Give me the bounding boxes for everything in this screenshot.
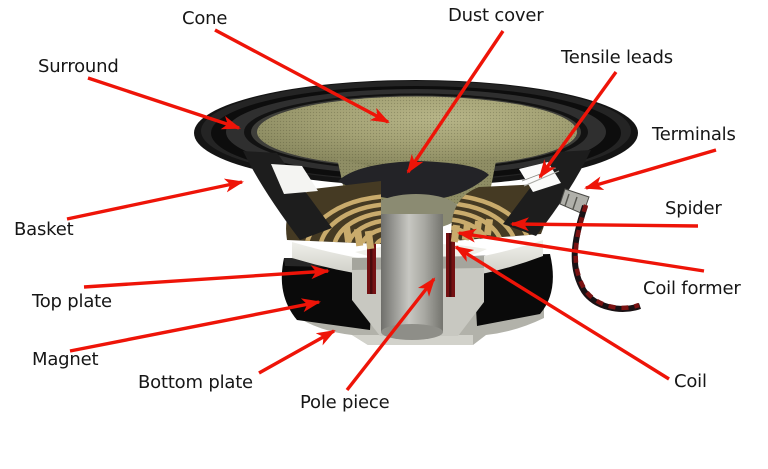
arrow-pole-piece [345,277,436,392]
arrow-coil [454,245,670,381]
speaker-terminals-and-wires [559,188,641,312]
speaker-spider-shape [286,181,547,250]
arrow-top-plate [83,265,330,289]
arrow-tensile-leads [538,71,618,179]
arrow-surround [87,76,241,130]
arrow-dust-cover [406,30,505,174]
arrow-coil-former [457,228,705,273]
arrow-basket [66,178,244,221]
arrow-spider [510,217,699,232]
arrow-terminals [584,148,717,190]
speaker-basket-arms [243,150,591,240]
arrow-cone [214,28,390,124]
lead-wire-red [573,204,640,311]
arrow-bottom-plate [258,329,336,375]
arrow-magnet [69,298,321,353]
pole-piece-cylinder [381,214,443,332]
basket-window-left [271,164,318,194]
